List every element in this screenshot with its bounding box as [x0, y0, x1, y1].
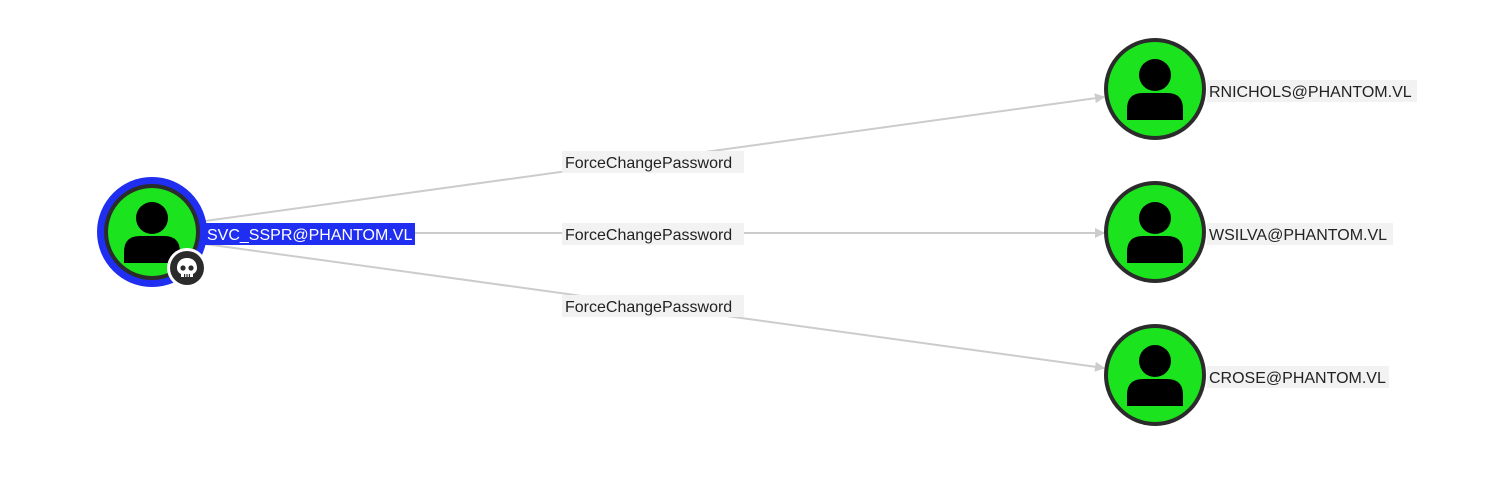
node-label-svc-sspr: SVC_SSPR@PHANTOM.VL: [207, 227, 412, 244]
edge-label-rnichols[interactable]: ForceChangePassword: [562, 151, 744, 173]
edge-label-text: ForceChangePassword: [565, 227, 732, 244]
edge-label-wsilva[interactable]: ForceChangePassword: [562, 223, 744, 245]
node-wsilva[interactable]: WSILVA@PHANTOM.VL: [1104, 181, 1393, 283]
node-label-wsilva: WSILVA@PHANTOM.VL: [1209, 227, 1387, 244]
node-label-rnichols: RNICHOLS@PHANTOM.VL: [1209, 84, 1412, 101]
node-label-bg: [1207, 80, 1417, 102]
node-label-bg: [1207, 223, 1393, 245]
node-label-bg: [205, 223, 415, 245]
node-label-crose: CROSE@PHANTOM.VL: [1209, 370, 1386, 387]
edge-label-crose[interactable]: ForceChangePassword: [562, 295, 744, 317]
edge-label-text: ForceChangePassword: [565, 299, 732, 316]
node-rnichols[interactable]: RNICHOLS@PHANTOM.VL: [1104, 38, 1417, 140]
edges-layer: ForceChangePassword ForceChangePassword …: [204, 93, 1105, 372]
edge-label-text: ForceChangePassword: [565, 155, 732, 172]
node-svc-sspr[interactable]: SVC_SSPR@PHANTOM.VL: [97, 177, 415, 288]
skull-badge: [167, 248, 207, 288]
node-label-bg: [1207, 366, 1389, 388]
node-crose[interactable]: CROSE@PHANTOM.VL: [1104, 324, 1389, 426]
